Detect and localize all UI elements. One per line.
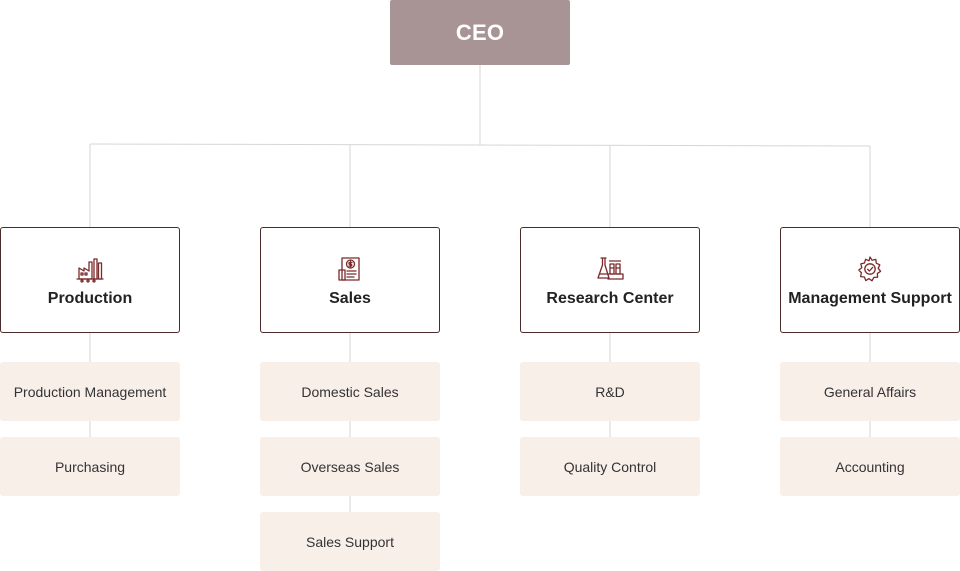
invoice-dollar-icon xyxy=(335,254,365,284)
sub-unit-accounting[interactable]: Accounting xyxy=(780,437,960,496)
dept-research-center[interactable]: Research Center xyxy=(520,227,700,333)
dept-label: Management Support xyxy=(788,290,952,307)
sub-unit-production-management[interactable]: Production Management xyxy=(0,362,180,421)
factory-icon xyxy=(75,254,105,284)
ceo-node[interactable]: CEO xyxy=(390,0,570,65)
sub-unit-domestic-sales[interactable]: Domestic Sales xyxy=(260,362,440,421)
sub-unit-sales-support[interactable]: Sales Support xyxy=(260,512,440,571)
lab-flask-icon xyxy=(595,254,625,284)
dept-management-support[interactable]: Management Support xyxy=(780,227,960,333)
dept-sales[interactable]: Sales xyxy=(260,227,440,333)
sub-unit-general-affairs[interactable]: General Affairs xyxy=(780,362,960,421)
dept-label: Research Center xyxy=(546,290,674,307)
dept-label: Production xyxy=(47,290,133,307)
sub-unit-overseas-sales[interactable]: Overseas Sales xyxy=(260,437,440,496)
gear-check-icon xyxy=(855,254,885,284)
dept-production[interactable]: Production xyxy=(0,227,180,333)
dept-label: Sales xyxy=(329,290,371,307)
sub-unit-r-and-d[interactable]: R&D xyxy=(520,362,700,421)
branch-bar-line xyxy=(89,143,871,147)
sub-unit-quality-control[interactable]: Quality Control xyxy=(520,437,700,496)
sub-unit-purchasing[interactable]: Purchasing xyxy=(0,437,180,496)
